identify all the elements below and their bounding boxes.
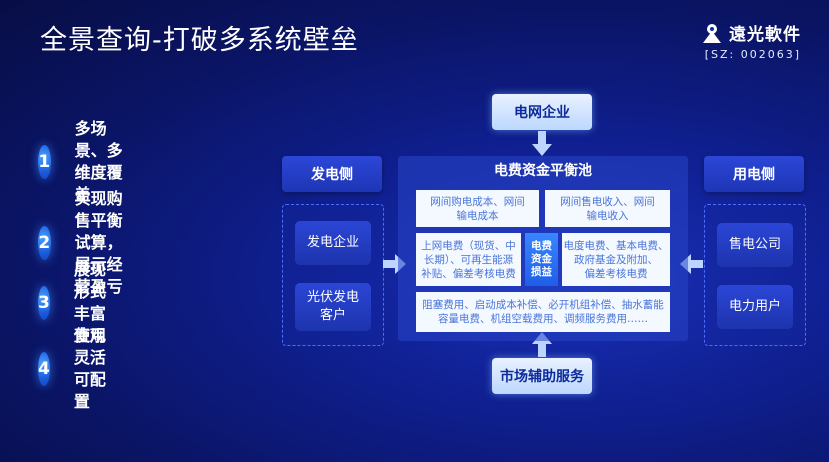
feature-text: 使用灵活可配置 xyxy=(73,326,106,411)
feature-text: 实现购售平衡试算， 展示经营盈亏 xyxy=(74,189,123,296)
feature-item: 4 使用灵活可配置 xyxy=(38,325,112,413)
feature-item: 2 实现购售平衡试算， 展示经营盈亏 xyxy=(38,188,128,298)
consumption-side-header: 用电侧 xyxy=(704,156,804,192)
feature-text: 展现形式丰富直观 xyxy=(73,260,106,345)
fund-balance-pool: 电费资金平衡池 网间购电成本、网间 输电成本 网间售电收入、网间 输电收入 上网… xyxy=(398,156,688,341)
feature-number: 4 xyxy=(38,352,50,386)
pool-cell-top-left: 网间购电成本、网间 输电成本 xyxy=(416,190,539,227)
stock-code: [SZ: 002063] xyxy=(704,48,801,61)
generation-side-header: 发电侧 xyxy=(282,156,382,192)
page-title: 全景查询-打破多系统壁垒 xyxy=(40,25,359,56)
feature-number: 1 xyxy=(38,145,51,179)
generation-enterprise: 发电企业 xyxy=(295,221,371,265)
pv-customer: 光伏发电 客户 xyxy=(295,283,371,331)
pool-title: 电费资金平衡池 xyxy=(494,163,592,179)
pool-cell-top-right: 网间售电收入、网间 输电收入 xyxy=(545,190,670,227)
power-user: 电力用户 xyxy=(717,285,793,329)
pool-cell-mid-left: 上网电费（现货、中 长期）、可再生能源 补贴、偏差考核电费 xyxy=(416,233,521,286)
feature-number: 3 xyxy=(38,286,50,320)
company-logo: 遠光軟件 [SZ: 002063] xyxy=(701,20,801,61)
feature-item: 1 多场景、多维度覆盖 xyxy=(38,118,128,206)
feature-item: 3 展现形式丰富直观 xyxy=(38,259,112,347)
grid-enterprise-tag: 电网企业 xyxy=(492,94,592,130)
logo-mark-icon xyxy=(703,23,721,43)
pool-cell-mid-right: 电度电费、基本电费、 政府基金及附加、 偏差考核电费 xyxy=(562,233,670,286)
pool-cell-center: 电费 资金 损益 xyxy=(525,233,558,286)
market-aux-service-tag: 市场辅助服务 xyxy=(492,358,592,394)
pool-cell-bottom: 阻塞费用、启动成本补偿、必开机组补偿、抽水蓄能 容量电费、机组空载费用、调频服务… xyxy=(416,292,670,332)
logo-name: 遠光軟件 xyxy=(729,25,801,45)
feature-text: 多场景、多维度覆盖 xyxy=(74,119,123,204)
generation-side-box: 发电企业 光伏发电 客户 xyxy=(282,204,384,346)
down-arrow-icon xyxy=(532,131,552,156)
consumption-side-box: 售电公司 电力用户 xyxy=(704,204,806,346)
retail-company: 售电公司 xyxy=(717,223,793,267)
feature-number: 2 xyxy=(38,226,51,260)
